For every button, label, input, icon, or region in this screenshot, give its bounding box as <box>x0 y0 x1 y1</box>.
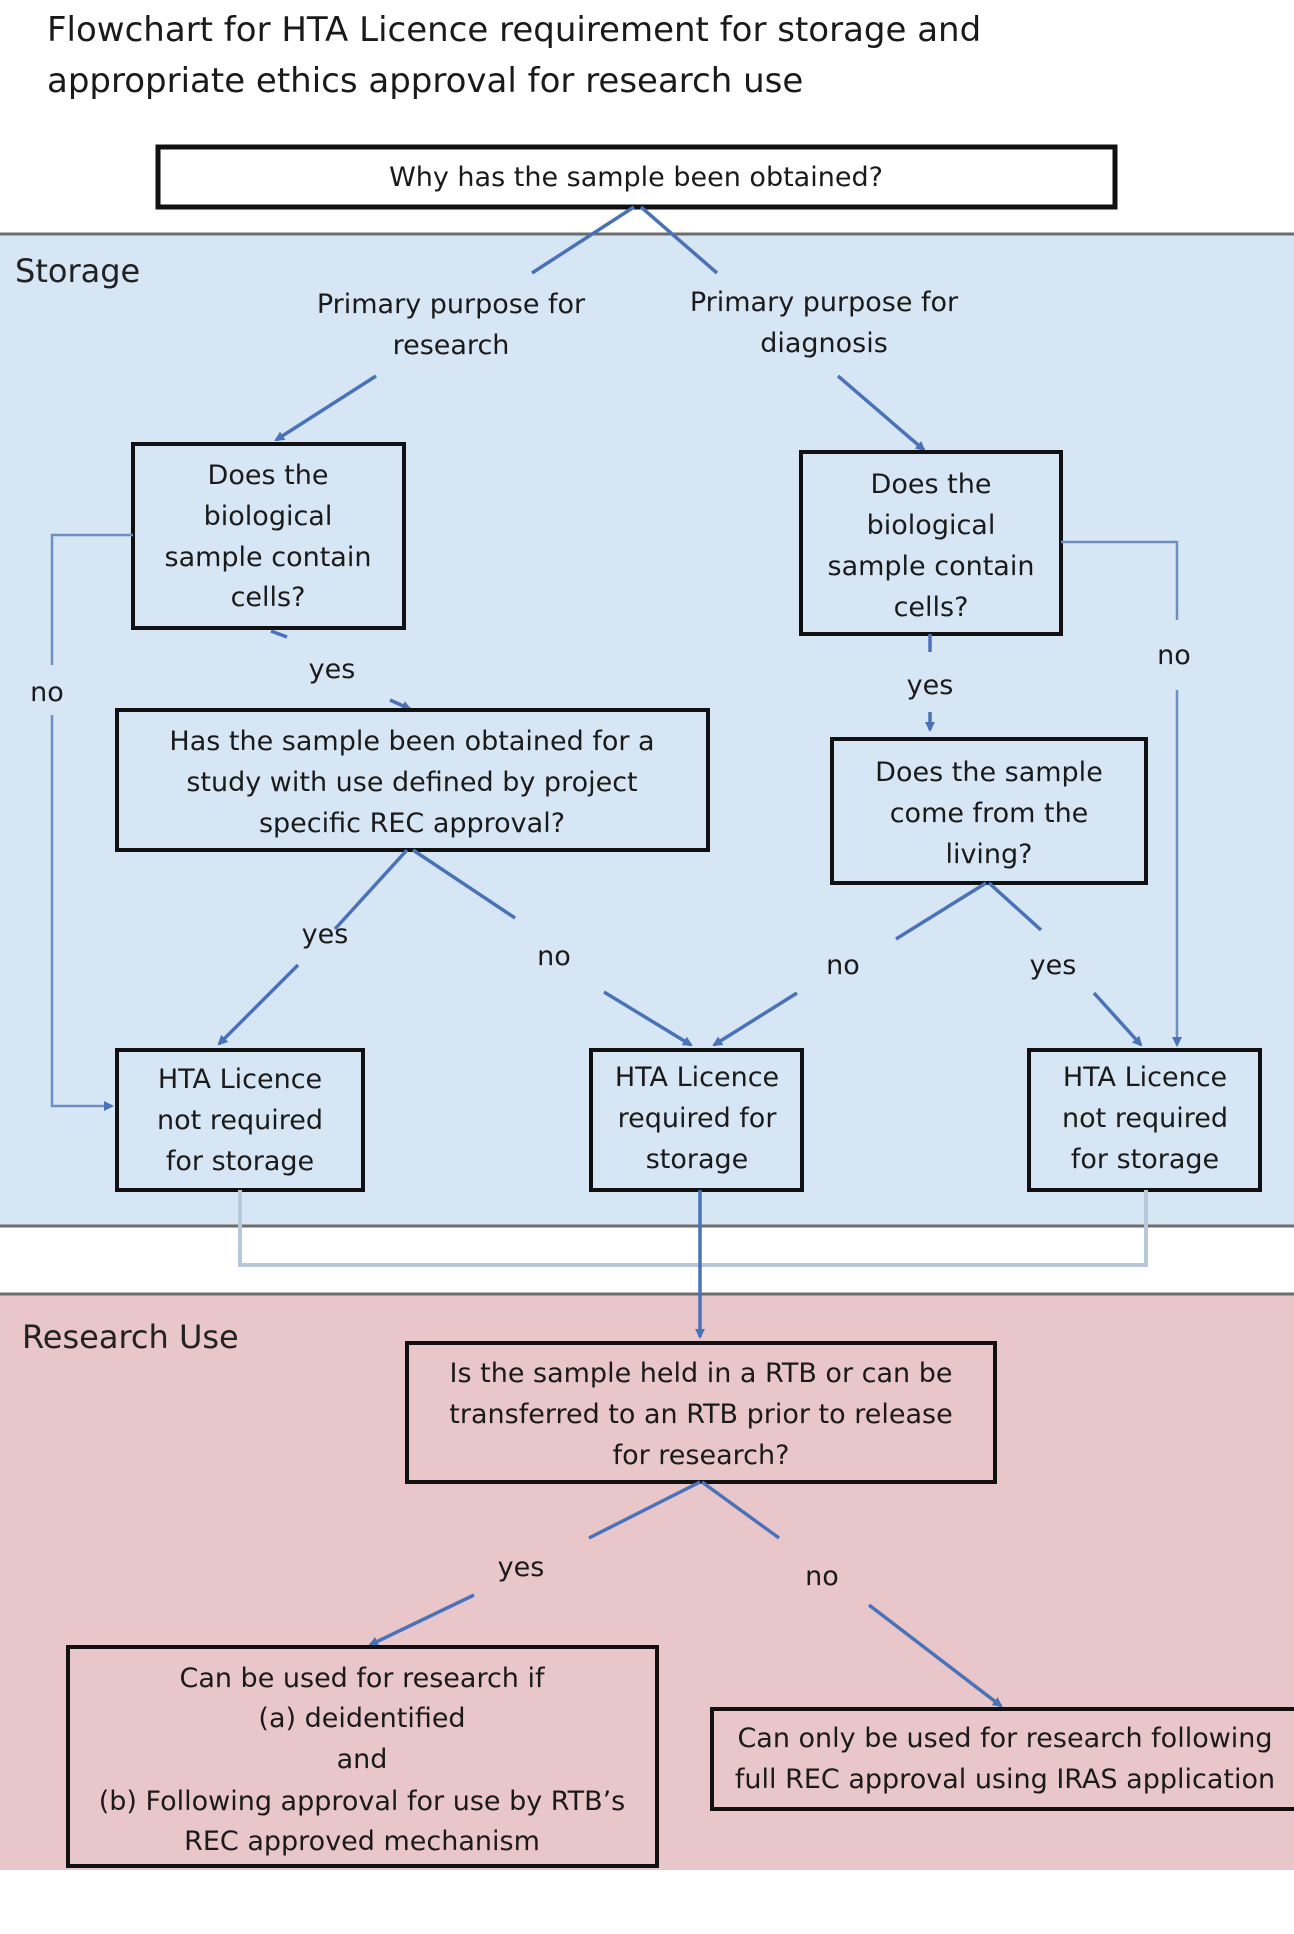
label-living-yes: yes <box>1030 950 1077 981</box>
arrow-living-no-to-required <box>712 991 798 1047</box>
edge-start-to-diagnosis <box>639 205 719 275</box>
svg-text:Has the sample been obtained f: Has the sample been obtained for a <box>169 726 654 757</box>
svg-text:for storage: for storage <box>1071 1144 1219 1175</box>
arrow-rtb-no <box>867 1603 1003 1708</box>
bracket-not-required <box>238 1190 1148 1267</box>
node-not-required-left: HTA Licence not required for storage <box>115 1048 365 1192</box>
svg-text:sample contain: sample contain <box>828 551 1035 582</box>
storage-band <box>0 234 1294 1226</box>
svg-text:required for: required for <box>618 1103 778 1134</box>
svg-text:cells?: cells? <box>894 592 969 623</box>
svg-text:Why has the sample been obtain: Why has the sample been obtained? <box>389 162 883 193</box>
node-not-required-right: HTA Licence not required for storage <box>1027 1048 1262 1192</box>
label-right-yes: yes <box>907 670 954 701</box>
label-rec-no: no <box>537 941 571 972</box>
arrow-living-yes-to-not-required <box>1092 991 1143 1047</box>
svg-text:specific REC approval?: specific REC approval? <box>259 808 565 839</box>
svg-text:(a) deidentified: (a) deidentified <box>258 1703 465 1734</box>
svg-text:Is the sample held in a RTB or: Is the sample held in a RTB or can be <box>450 1358 953 1389</box>
svg-text:storage: storage <box>646 1144 749 1175</box>
label-left-yes: yes <box>309 654 356 685</box>
svg-text:Can be used for research if: Can be used for research if <box>179 1663 546 1694</box>
arrow-to-research-cells <box>274 374 377 442</box>
svg-text:biological: biological <box>867 510 996 541</box>
svg-text:cells?: cells? <box>231 582 306 613</box>
svg-text:HTA Licence: HTA Licence <box>615 1062 779 1093</box>
node-rtb: Is the sample held in a RTB or can be tr… <box>405 1341 997 1484</box>
node-start: Why has the sample been obtained? <box>155 144 1118 210</box>
edge-research-cells-yes-stub <box>270 629 288 639</box>
node-rtb-yes: Can be used for research if (a) deidenti… <box>66 1645 659 1868</box>
label-rec-yes: yes <box>302 919 349 950</box>
edge-rec-yes <box>333 848 409 931</box>
label-rtb-yes: yes <box>498 1552 545 1583</box>
svg-text:living?: living? <box>945 839 1032 870</box>
svg-text:HTA Licence: HTA Licence <box>158 1064 322 1095</box>
label-right-no: no <box>1157 640 1191 671</box>
label-purpose-research-1: Primary purpose for <box>317 289 586 320</box>
svg-text:sample contain: sample contain <box>165 542 372 573</box>
svg-text:Does the sample: Does the sample <box>875 757 1103 788</box>
svg-text:biological: biological <box>204 501 333 532</box>
svg-text:not required: not required <box>1062 1103 1228 1134</box>
edge-living-yes <box>987 881 1043 932</box>
title-line-1: Flowchart for HTA Licence requirement fo… <box>47 10 981 50</box>
svg-text:not required: not required <box>157 1105 323 1136</box>
edge-living-no <box>895 881 987 941</box>
svg-text:Does the: Does the <box>871 469 992 500</box>
svg-text:study with use defined by proj: study with use defined by project <box>186 767 637 798</box>
svg-text:REC approved mechanism: REC approved mechanism <box>184 1826 540 1857</box>
research-band <box>0 1294 1294 1870</box>
arrow-to-diagnosis-cells <box>836 374 926 452</box>
svg-text:for research?: for research? <box>613 1440 790 1471</box>
label-purpose-diagnosis-2: diagnosis <box>760 328 888 359</box>
edge-research-cells-no-lower <box>50 715 114 1111</box>
arrow-rtb-yes <box>368 1593 475 1647</box>
node-diagnosis-cells: Does the biological sample contain cells… <box>799 450 1063 636</box>
svg-text:Does the: Does the <box>208 460 329 491</box>
node-rec-approval: Has the sample been obtained for a study… <box>115 708 710 852</box>
svg-text:for storage: for storage <box>166 1146 314 1177</box>
node-from-living: Does the sample come from the living? <box>830 737 1148 885</box>
label-left-no: no <box>30 677 64 708</box>
edge-diagnosis-cells-no <box>1061 540 1179 620</box>
svg-text:HTA Licence: HTA Licence <box>1063 1062 1227 1093</box>
arrow-to-rec-approval <box>389 698 412 711</box>
node-required: HTA Licence required for storage <box>589 1048 804 1192</box>
svg-text:Can only be used for research: Can only be used for research following <box>737 1723 1272 1754</box>
label-living-no: no <box>826 950 860 981</box>
edge-rec-no <box>412 848 516 920</box>
title-line-2: appropriate ethics approval for research… <box>47 61 803 101</box>
arrow-rec-no-to-required <box>603 990 693 1047</box>
label-purpose-research-2: research <box>393 330 510 361</box>
arrow-to-not-required-left <box>217 963 300 1046</box>
svg-text:and: and <box>337 1744 388 1775</box>
svg-text:come from the: come from the <box>890 798 1089 829</box>
node-rtb-no: Can only be used for research following … <box>710 1707 1294 1811</box>
storage-band-label: Storage <box>15 252 140 290</box>
svg-text:full REC approval using IRAS a: full REC approval using IRAS application <box>735 1764 1275 1795</box>
svg-text:transferred to an RTB prior to: transferred to an RTB prior to release <box>449 1399 952 1430</box>
svg-text:(b) Following approval for use: (b) Following approval for use by RTB’s <box>99 1786 626 1817</box>
research-band-label: Research Use <box>22 1318 239 1356</box>
edge-start-to-research <box>531 205 635 275</box>
edge-rtb-yes <box>588 1480 701 1540</box>
edge-research-cells-no <box>50 533 133 665</box>
label-rtb-no: no <box>805 1561 839 1592</box>
label-purpose-diagnosis-1: Primary purpose for <box>690 287 959 318</box>
edge-rtb-no <box>700 1480 781 1540</box>
